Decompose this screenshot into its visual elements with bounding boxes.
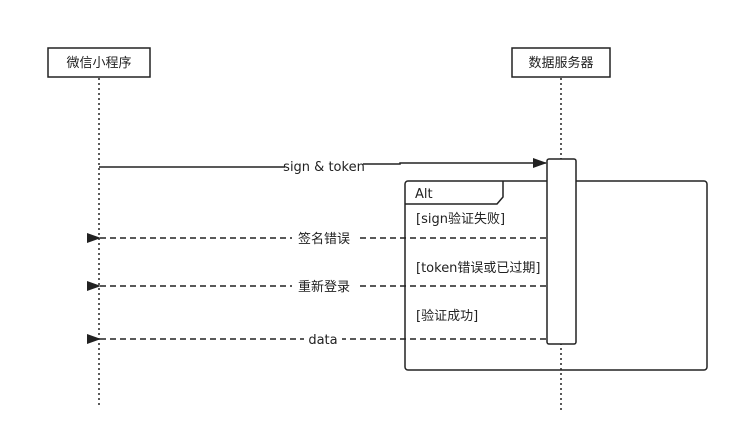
message-relogin-reply: 重新登录	[87, 277, 546, 295]
message-request-label: sign & token	[283, 160, 365, 175]
participant-client[interactable]: 微信小程序	[47, 47, 151, 78]
guard-sign-failed: [sign验证失败]	[416, 211, 505, 227]
message-success-label: data	[308, 333, 337, 348]
message-sign-failed-reply: 签名错误	[87, 229, 546, 247]
alt-operator-tab	[405, 181, 504, 205]
message-success-reply: data	[87, 330, 546, 348]
alt-operator-label: Alt	[415, 187, 433, 202]
message-relogin-label: 重新登录	[298, 279, 350, 295]
participant-server[interactable]: 数据服务器	[511, 47, 611, 78]
guard-token-invalid: [token错误或已过期]	[416, 261, 541, 276]
participant-client-label: 微信小程序	[66, 56, 131, 71]
alt-fragment: Alt [sign验证失败] [token错误或已过期] [验证成功]	[404, 180, 708, 371]
message-sign-failed-label: 签名错误	[298, 231, 350, 247]
guard-success: [验证成功]	[416, 308, 478, 324]
server-activation-bar	[546, 158, 577, 345]
participant-server-label: 数据服务器	[528, 55, 593, 71]
message-request: sign & token	[99, 158, 547, 175]
